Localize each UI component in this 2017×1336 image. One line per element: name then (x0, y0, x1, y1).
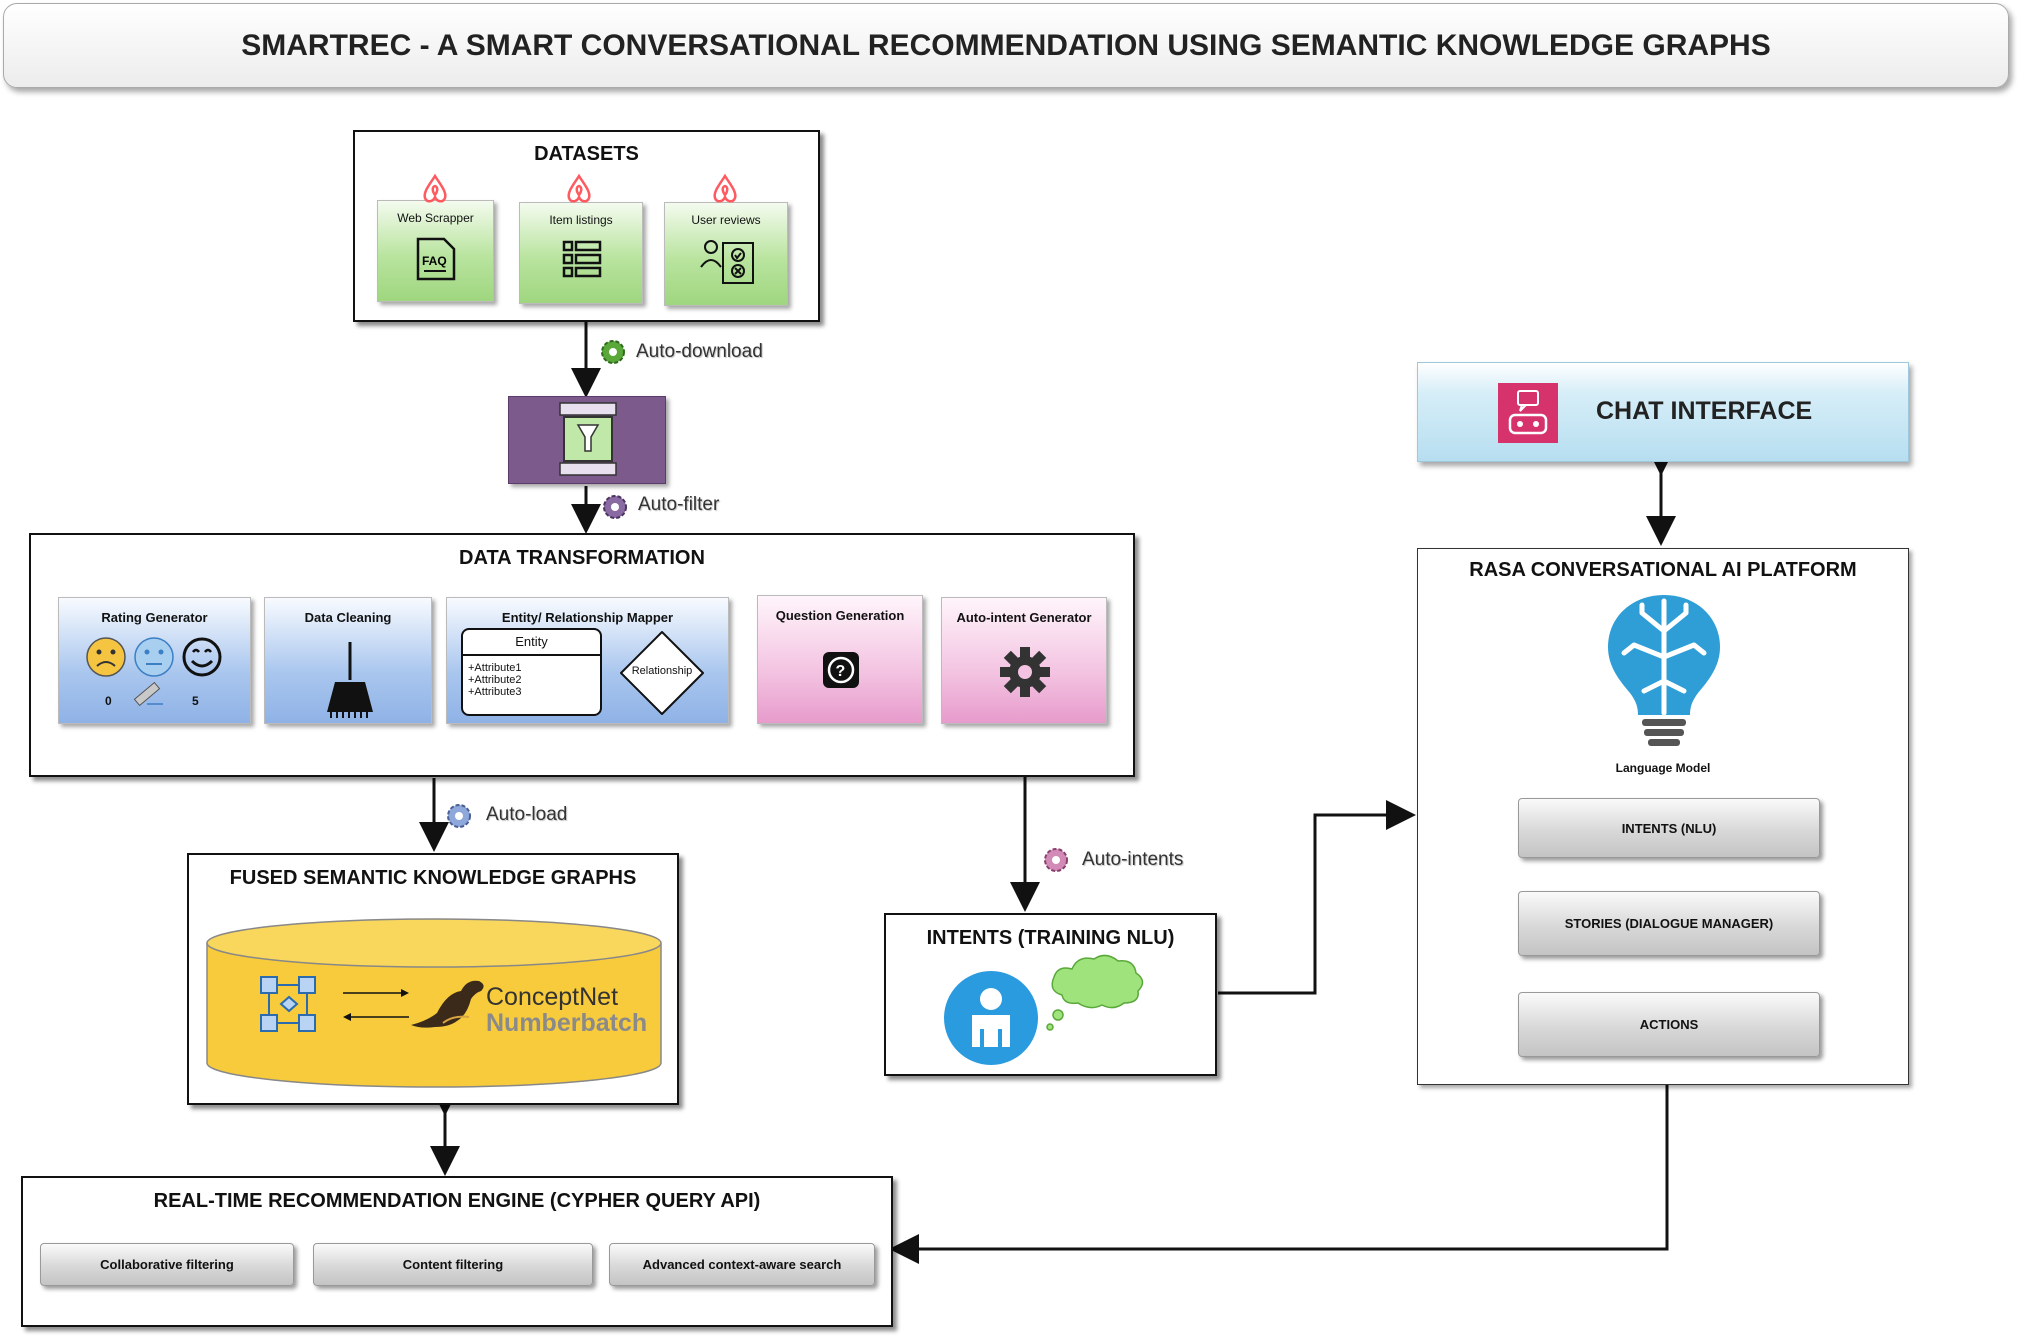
content-filtering-label: Content filtering (402, 1257, 504, 1272)
dataset-web-scrapper: Web Scrapper FAQ (377, 200, 494, 302)
context-aware-search: Advanced context-aware search (609, 1243, 875, 1286)
rasa-intents-label: INTENTS (NLU) (1621, 820, 1717, 836)
dataset-label: User reviews (691, 213, 761, 227)
chat-interface-box: CHAT INTERFACE (1417, 362, 1909, 462)
filter-icon (559, 402, 617, 476)
entity-name: Entity (463, 630, 600, 656)
datasets-box: DATASETS Web Scrapper FAQ Item listings … (353, 130, 820, 322)
entity-attribute: +Attribute2 (468, 674, 522, 686)
data-cleaning-label: Data Cleaning (304, 610, 392, 625)
gear-icon (1044, 848, 1068, 872)
edge-label-auto-load: Auto-load (486, 804, 568, 825)
auto-intent-generator: Auto-intent Generator (941, 597, 1107, 724)
entity-attribute: +Attribute1 (468, 662, 522, 674)
entity-mapper-label: Entity/ Relationship Mapper (501, 610, 674, 625)
context-aware-search-label: Advanced context-aware search (642, 1257, 842, 1272)
recommendation-engine-box: REAL-TIME RECOMMENDATION ENGINE (CYPHER … (21, 1176, 893, 1327)
filter-node (508, 396, 666, 484)
dataset-label: Web Scrapper (397, 211, 474, 225)
datasets-title: DATASETS (534, 143, 639, 165)
rasa-intents-nlu: INTENTS (NLU) (1518, 798, 1820, 858)
bidirectional-arrows (343, 989, 409, 1021)
neutral-face-icon (134, 637, 174, 677)
rasa-title: RASA CONVERSATIONAL AI PLATFORM (1469, 559, 1857, 581)
sad-face-icon (86, 637, 126, 677)
svg-text:FAQ: FAQ (422, 254, 447, 268)
content-filtering: Content filtering (313, 1243, 593, 1286)
list-icon (562, 240, 602, 278)
edge-label-auto-intents: Auto-intents (1082, 849, 1184, 870)
conceptnet-logo-line1: ConceptNet (486, 983, 619, 1011)
dataset-label: Item listings (549, 213, 613, 227)
ferret-icon (411, 980, 484, 1028)
gear-icon (601, 340, 625, 364)
edge-label-auto-download: Auto-download (636, 341, 763, 362)
ruler-icon (133, 681, 163, 707)
lightbulb-brain-icon (1608, 595, 1720, 746)
data-transformation-title: DATA TRANSFORMATION (459, 547, 705, 569)
svg-text:?: ? (836, 663, 846, 680)
auto-intent-generator-label: Auto-intent Generator (956, 610, 1092, 625)
rating-min: 0 (105, 694, 112, 708)
recommendation-engine-title: REAL-TIME RECOMMENDATION ENGINE (CYPHER … (153, 1190, 761, 1212)
graph-nodes-icon (260, 976, 316, 1032)
intents-training-title: INTENTS (TRAINING NLU) (926, 927, 1175, 949)
entity-relationship-mapper: Entity/ Relationship Mapper Entity +Attr… (446, 597, 729, 724)
faq-document-icon: FAQ (416, 237, 456, 281)
happy-face-icon (182, 637, 222, 677)
question-generation-label: Question Generation (775, 608, 905, 623)
chat-interface-title: CHAT INTERFACE (1596, 397, 1813, 425)
dataset-user-reviews: User reviews (664, 202, 788, 306)
page-title-text: SMARTREC - A SMART CONVERSATIONAL RECOMM… (241, 28, 1771, 62)
relationship-label: Relationship (631, 665, 693, 677)
collaborative-filtering: Collaborative filtering (40, 1243, 294, 1286)
airbnb-icon (423, 173, 447, 203)
conceptnet-logo-line2: Numberbatch (486, 1009, 648, 1037)
relationship-diamond (620, 631, 704, 715)
edge-intents-rasa (1218, 800, 1416, 995)
rasa-actions: ACTIONS (1518, 992, 1820, 1057)
data-cleaning: Data Cleaning (264, 597, 432, 724)
airbnb-icon (567, 173, 591, 203)
rasa-stories: STORIES (DIALOGUE MANAGER) (1518, 891, 1820, 956)
gear-icon (1000, 647, 1050, 697)
edge-label-auto-filter: Auto-filter (638, 494, 720, 515)
rasa-stories-label: STORIES (DIALOGUE MANAGER) (1564, 916, 1774, 931)
dataset-item-listings: Item listings (519, 202, 643, 304)
rating-generator-label: Rating Generator (101, 610, 208, 625)
airbnb-icon (713, 173, 737, 203)
knowledge-graph-title: FUSED SEMANTIC KNOWLEDGE GRAPHS (229, 867, 637, 889)
reviewer-checklist-icon (700, 240, 754, 284)
rating-generator: Rating Generator 0 5 (58, 597, 251, 724)
edge-actions-engine (889, 1034, 1682, 1264)
rating-max: 5 (192, 694, 199, 708)
rasa-actions-label: ACTIONS (1639, 1017, 1699, 1032)
entity-attribute: +Attribute3 (468, 686, 522, 698)
entity-class-box: Entity +Attribute1 +Attribute2 +Attribut… (461, 628, 602, 716)
gear-icon (447, 804, 471, 828)
broom-icon (327, 642, 373, 718)
gear-icon (603, 495, 627, 519)
chatbot-icon (1498, 383, 1558, 443)
language-model-label: Language Model (1615, 761, 1711, 775)
data-transformation-box: DATA TRANSFORMATION Rating Generator 0 5… (29, 533, 1135, 777)
knowledge-graph-box: FUSED SEMANTIC KNOWLEDGE GRAPHS ConceptN… (187, 853, 679, 1105)
graph-database-cylinder (206, 918, 662, 1088)
thought-cloud-icon (1046, 954, 1144, 1031)
question-icon: ? (823, 652, 859, 688)
rasa-platform-box: RASA CONVERSATIONAL AI PLATFORM Language… (1417, 548, 1909, 1085)
intents-training-box: INTENTS (TRAINING NLU) (884, 913, 1217, 1076)
question-generation: Question Generation ? (757, 595, 923, 724)
collaborative-filtering-label: Collaborative filtering (100, 1257, 234, 1272)
page-title: SMARTREC - A SMART CONVERSATIONAL RECOMM… (3, 3, 2009, 88)
user-icon (944, 971, 1038, 1065)
